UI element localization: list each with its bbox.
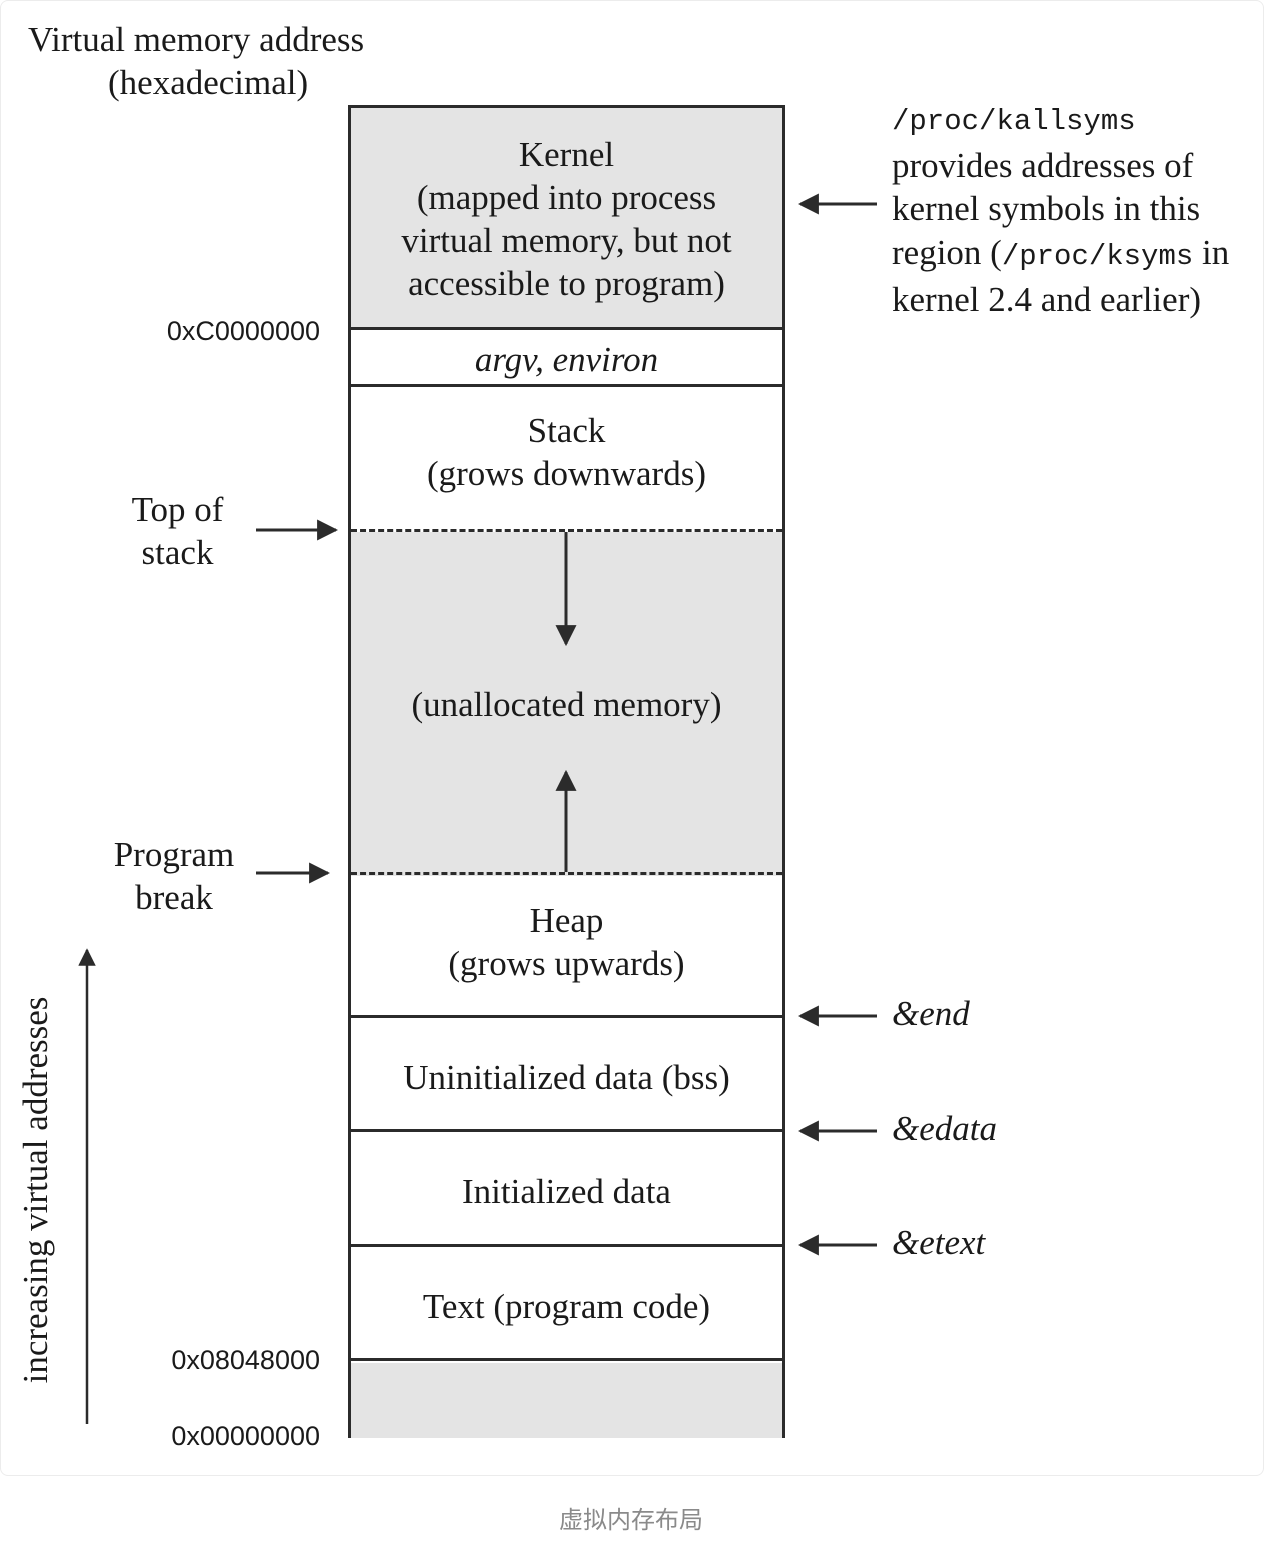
boundary-etext — [348, 1244, 785, 1247]
program-break-line2: break — [135, 878, 213, 917]
kernel-line2: (mapped into process — [416, 178, 717, 217]
initialized-data-segment: Initialized data — [351, 1134, 782, 1249]
heap-segment: Heap (grows upwards) — [351, 876, 782, 1020]
kernel-line3: virtual memory, but not — [401, 221, 732, 260]
figure-caption: 虚拟内存布局 — [559, 1507, 703, 1534]
bss-segment: Uninitialized data (bss) — [351, 1020, 782, 1134]
etext-symbol-label: &etext — [892, 1223, 986, 1262]
address-zero: 0x00000000 — [171, 1421, 320, 1451]
top-of-stack-line1: Top of — [131, 490, 224, 529]
program-break-dashed-line — [351, 872, 782, 875]
initialized-data-label: Initialized data — [462, 1172, 671, 1211]
text-segment-label: Text (program code) — [422, 1286, 711, 1326]
kallsyms-line4-post: in — [1193, 232, 1230, 272]
boundary-kernel — [348, 327, 785, 330]
text-segment: Text (program code) — [351, 1249, 782, 1363]
axis-title: Virtual memory address (hexadecimal) — [28, 18, 364, 104]
boundary-argv — [348, 384, 785, 387]
top-of-stack-line2: stack — [141, 533, 214, 572]
unallocated-label: (unallocated memory) — [411, 684, 722, 724]
boundary-text-start — [348, 1358, 785, 1361]
top-of-stack-dashed-line — [351, 529, 782, 532]
program-break-line1: Program — [113, 835, 235, 874]
kallsyms-note: /proc/kallsyms provides addresses of ker… — [892, 96, 1229, 322]
boundary-edata — [348, 1129, 785, 1132]
edata-symbol-label: &edata — [892, 1109, 997, 1148]
argv-label: argv, environ — [474, 340, 659, 379]
stack-segment: Stack (grows downwards) — [351, 389, 782, 532]
bss-label: Uninitialized data (bss) — [403, 1057, 730, 1097]
argv-segment: argv, environ — [351, 333, 782, 386]
heap-title: Heap — [529, 901, 604, 940]
kallsyms-line4-pre: region ( — [892, 232, 1002, 272]
kallsyms-line5: kernel 2.4 and earlier) — [892, 280, 1202, 319]
memory-column: Kernel (mapped into process virtual memo… — [348, 105, 785, 1438]
kernel-line4: accessible to program) — [408, 264, 725, 303]
axis-title-line1: Virtual memory address — [28, 20, 365, 59]
kallsyms-line2: provides addresses of — [892, 145, 1194, 185]
axis-title-line2: (hexadecimal) — [108, 63, 309, 102]
address-kernel-start: 0xC0000000 — [166, 316, 320, 346]
stack-title: Stack — [527, 410, 606, 450]
stack-line2: (grows downwards) — [427, 453, 706, 493]
kallsyms-line3: kernel symbols in this — [892, 189, 1201, 228]
kernel-segment: Kernel (mapped into process virtual memo… — [351, 108, 782, 330]
increasing-addresses-label: increasing virtual addresses — [16, 996, 55, 1384]
end-symbol-label: &end — [892, 994, 970, 1033]
ksyms-path: /proc/ksyms — [1001, 239, 1194, 273]
program-break-label: Program break — [100, 833, 248, 919]
heap-line2: (grows upwards) — [448, 944, 685, 983]
top-of-stack-label: Top of stack — [110, 488, 245, 574]
address-text-start: 0x08048000 — [171, 1345, 320, 1375]
boundary-end — [348, 1015, 785, 1018]
reserved-low-segment — [351, 1363, 782, 1438]
kernel-title: Kernel — [518, 135, 615, 174]
kallsyms-path: /proc/kallsyms — [892, 105, 1136, 138]
